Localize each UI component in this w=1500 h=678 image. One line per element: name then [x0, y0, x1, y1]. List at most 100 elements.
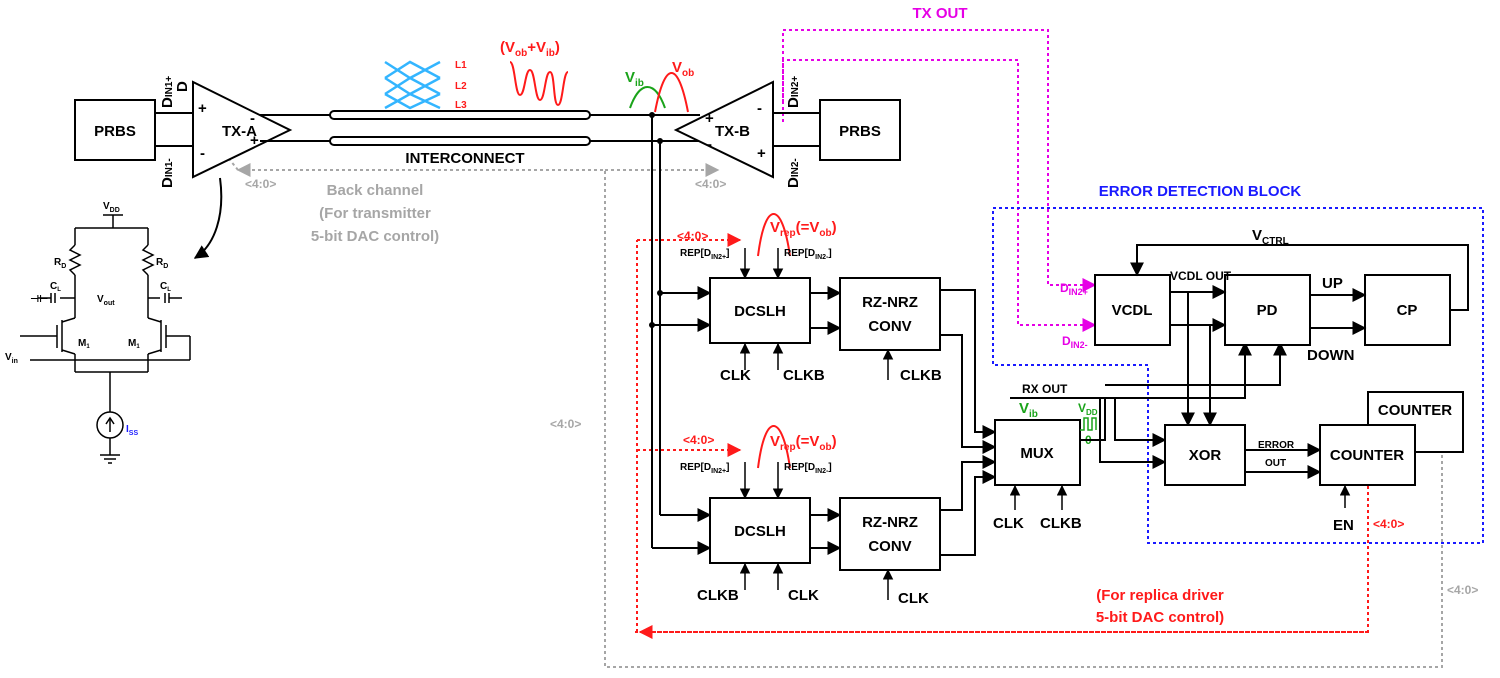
svg-text:M1: M1: [78, 338, 90, 350]
din1p-label: D: [174, 81, 191, 92]
svg-text:CLK: CLK: [993, 515, 1024, 532]
svg-text:VCTRL: VCTRL: [1252, 227, 1289, 247]
svg-text:(For transmitter: (For transmitter: [319, 205, 431, 222]
error-detection-label: ERROR DETECTION BLOCK: [1099, 183, 1302, 200]
svg-text:XOR: XOR: [1189, 447, 1222, 464]
svg-text:REP[DIN2-]: REP[DIN2-]: [784, 248, 832, 261]
svg-text:-: -: [200, 145, 205, 162]
svg-text:CONV: CONV: [868, 538, 911, 555]
svg-text:DCSLH: DCSLH: [734, 303, 786, 320]
eye-diagram-icon: [384, 60, 441, 110]
svg-text:Vout: Vout: [97, 294, 115, 307]
svg-text:RD: RD: [54, 257, 66, 270]
svg-text:RZ-NRZ: RZ-NRZ: [862, 294, 918, 311]
svg-text:<4:0>: <4:0>: [1373, 517, 1404, 531]
svg-text:RX OUT: RX OUT: [1022, 382, 1068, 396]
svg-text:OUT: OUT: [1265, 458, 1286, 469]
back-channel-loop: [229, 159, 1443, 668]
svg-text:REP[DIN2+]: REP[DIN2+]: [680, 248, 729, 261]
tx-a-driver: [192, 80, 293, 179]
svg-text:REP[DIN2+]: REP[DIN2+]: [680, 462, 729, 475]
interconnect: [260, 110, 700, 146]
svg-text:VDD: VDD: [1078, 401, 1098, 417]
svg-text:CLK: CLK: [788, 587, 819, 604]
dcslh-bottom-block: [709, 497, 811, 564]
tx-out-label: TX OUT: [913, 5, 968, 22]
svg-text:CLKB: CLKB: [697, 587, 739, 604]
svg-text:L2: L2: [455, 81, 467, 92]
prbs-right-label: PRBS: [839, 123, 881, 140]
svg-text:DIN2-: DIN2-: [785, 158, 802, 188]
svg-text:<4:0>: <4:0>: [245, 177, 276, 191]
differential-pair-circuit: [20, 214, 191, 464]
svg-text:DIN2+: DIN2+: [785, 76, 802, 108]
svg-text:M1: M1: [128, 338, 140, 350]
svg-text:COUNTER: COUNTER: [1378, 402, 1452, 419]
svg-text:+: +: [198, 100, 207, 117]
svg-text:DOWN: DOWN: [1307, 347, 1355, 364]
svg-text:CL: CL: [50, 281, 61, 293]
counter-block: [1319, 424, 1416, 486]
vob-pulse: [654, 72, 689, 113]
mux-block: [994, 419, 1081, 486]
svg-text:Vrep(=Vob): Vrep(=Vob): [770, 219, 837, 239]
svg-text:<4:0>: <4:0>: [683, 433, 714, 447]
tx-a-label: TX-A: [222, 123, 257, 140]
svg-text:5-bit DAC control): 5-bit DAC control): [1096, 609, 1224, 626]
dcslh-top-block: [709, 277, 811, 344]
interconnect-label: INTERCONNECT: [405, 150, 524, 167]
rx-tap-wires: [651, 115, 712, 555]
svg-text:+: +: [757, 145, 766, 162]
svg-text:-: -: [757, 100, 762, 117]
svg-text:DIN1-: DIN1-: [159, 158, 176, 188]
svg-text:CLKB: CLKB: [900, 367, 942, 384]
rznrz-bottom-block: [839, 497, 941, 571]
svg-text:5-bit DAC control): 5-bit DAC control): [311, 228, 439, 245]
pd-block: [1224, 274, 1311, 346]
vob-vib-label: (Vob+Vib): [500, 39, 560, 59]
vob-vib-waveform: [509, 61, 569, 107]
prbs-left-block: [74, 99, 156, 161]
svg-text:PD: PD: [1257, 302, 1278, 319]
svg-text:UP: UP: [1322, 275, 1343, 292]
svg-text:Vib: Vib: [625, 69, 644, 89]
svg-text:⊣⊢: ⊣⊢: [30, 294, 48, 305]
svg-text:MUX: MUX: [1020, 445, 1053, 462]
svg-text:-: -: [707, 136, 712, 153]
svg-text:<4:0>: <4:0>: [677, 229, 708, 243]
svg-text:<4:0>: <4:0>: [550, 417, 581, 431]
svg-text:L3: L3: [455, 100, 467, 111]
prbs-right-block: [819, 99, 901, 161]
svg-text:L1: L1: [455, 60, 467, 71]
svg-text:RZ-NRZ: RZ-NRZ: [862, 514, 918, 531]
svg-text:CLKB: CLKB: [783, 367, 825, 384]
replica-driver-loop: [635, 233, 1369, 639]
prbs-left-label: PRBS: [94, 123, 136, 140]
svg-text:ERROR: ERROR: [1258, 440, 1295, 451]
svg-text:DIN2+: DIN2+: [1060, 281, 1088, 297]
svg-text:CONV: CONV: [868, 318, 911, 335]
svg-text:+: +: [250, 132, 259, 149]
svg-text:CP: CP: [1397, 302, 1418, 319]
svg-text:VCDL OUT: VCDL OUT: [1170, 269, 1232, 283]
replica-note-label: (For replica driver: [1096, 587, 1224, 604]
svg-text:DIN2-: DIN2-: [1062, 334, 1088, 350]
svg-text:<4:0>: <4:0>: [1447, 583, 1478, 597]
svg-text:<4:0>: <4:0>: [695, 177, 726, 191]
svg-text:Vin: Vin: [5, 352, 18, 365]
svg-text:-: -: [250, 110, 255, 127]
svg-text:CLK: CLK: [898, 590, 929, 607]
svg-text:COUNTER: COUNTER: [1330, 447, 1404, 464]
svg-text:DCSLH: DCSLH: [734, 523, 786, 540]
tx-b-driver: [673, 80, 774, 179]
svg-text:CLK: CLK: [720, 367, 751, 384]
svg-text:RD: RD: [156, 257, 168, 270]
svg-text:ISS: ISS: [126, 424, 138, 437]
svg-text:EN: EN: [1333, 517, 1354, 534]
svg-text:Vib: Vib: [1019, 400, 1038, 420]
svg-text:+: +: [705, 110, 714, 127]
cp-block: [1364, 274, 1451, 346]
back-channel-label: Back channel: [327, 182, 424, 199]
svg-text:VDD: VDD: [103, 201, 120, 214]
